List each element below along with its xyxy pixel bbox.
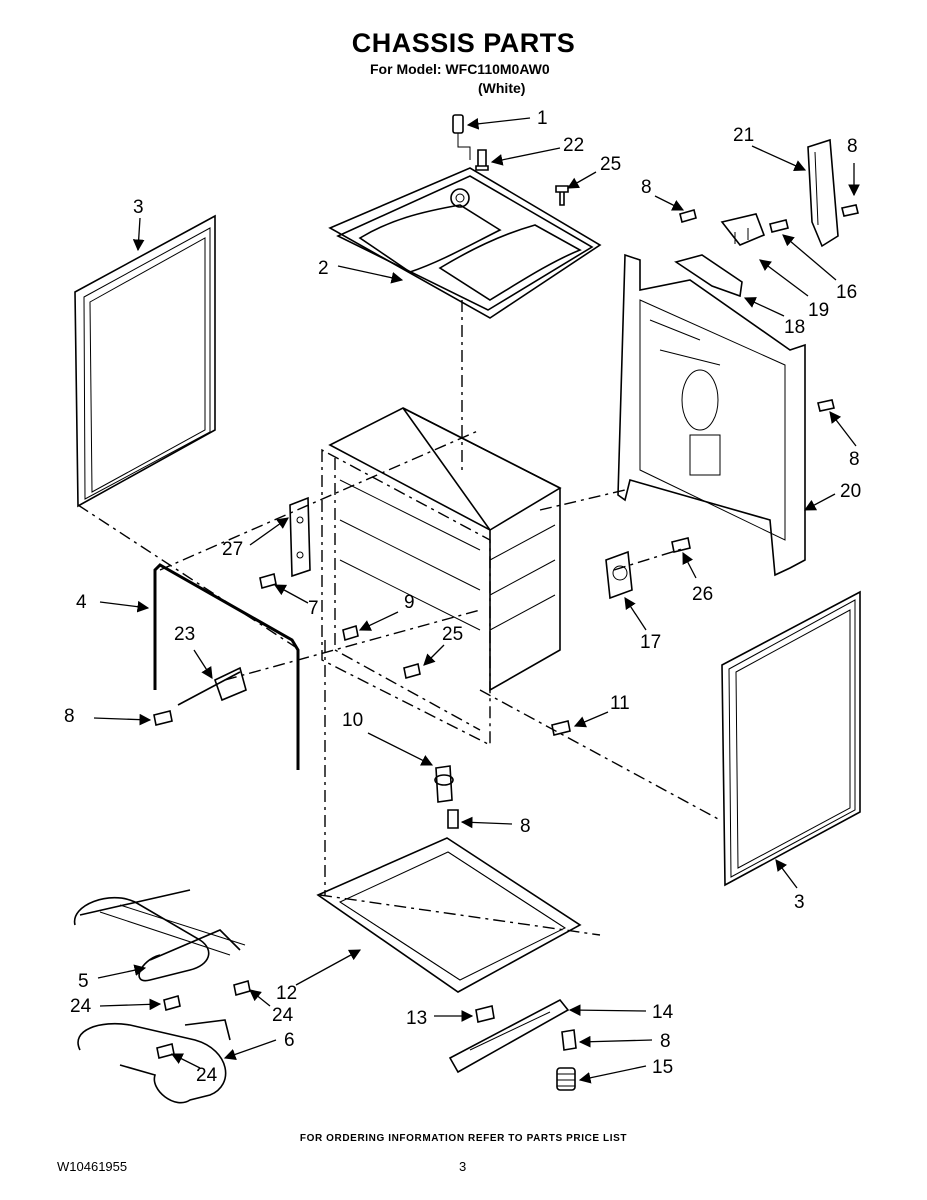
callout-5: 5 xyxy=(78,971,89,992)
part-2-top-panel xyxy=(328,167,602,319)
document-number: W10461955 xyxy=(57,1159,128,1174)
part-20-rear-panel xyxy=(617,253,806,577)
callout-labels: 1 22 25 21 8 8 3 2 16 19 18 8 20 27 26 4… xyxy=(64,108,861,1086)
callout-24: 24 xyxy=(70,996,92,1017)
callout-2: 2 xyxy=(318,258,329,279)
part-16-terminal-block xyxy=(720,213,766,246)
part-3-side-panel-right xyxy=(721,590,861,887)
callout-23: 23 xyxy=(174,624,195,645)
alignment-lines xyxy=(77,300,721,936)
callout-8: 8 xyxy=(64,706,75,727)
model-color: (White) xyxy=(478,80,526,96)
callout-9: 9 xyxy=(404,592,415,613)
callout-8: 8 xyxy=(520,816,531,837)
screws-24 xyxy=(156,979,251,1059)
part-17-thermostat-bracket xyxy=(605,550,633,600)
callout-8: 8 xyxy=(849,449,860,470)
page-title: CHASSIS PARTS xyxy=(351,28,576,58)
part-27-bracket xyxy=(289,496,311,578)
callout-26: 26 xyxy=(692,584,713,605)
part-15-foot xyxy=(556,1067,576,1091)
part-18-bracket xyxy=(674,254,743,298)
part-22-screw xyxy=(475,149,489,171)
part-3-side-panel-left xyxy=(74,214,216,508)
callout-11: 11 xyxy=(610,693,630,714)
callout-27: 27 xyxy=(222,539,243,560)
callout-15: 15 xyxy=(652,1057,673,1078)
callout-24: 24 xyxy=(196,1065,218,1086)
model-line: For Model: WFC110M0AW0 xyxy=(370,61,550,77)
part-26-screw xyxy=(671,537,691,553)
callout-22: 22 xyxy=(563,135,584,156)
callout-8: 8 xyxy=(641,177,652,198)
callout-8: 8 xyxy=(660,1031,671,1052)
part-6-bake-element xyxy=(77,1019,231,1104)
callout-13: 13 xyxy=(406,1008,427,1029)
part-14-drawer-rail xyxy=(448,998,570,1074)
callout-14: 14 xyxy=(652,1002,674,1023)
callout-6: 6 xyxy=(284,1030,295,1051)
callout-21: 21 xyxy=(733,125,754,146)
callout-12: 12 xyxy=(276,983,297,1004)
part-13-clip xyxy=(475,1005,495,1023)
part-25-screw-top xyxy=(555,185,569,206)
part-8-screw-left xyxy=(153,710,173,726)
part-12-bottom-pan xyxy=(316,837,582,993)
callout-25: 25 xyxy=(442,624,463,645)
part-4-gasket xyxy=(153,563,300,770)
part-8-screw-lower xyxy=(561,1029,577,1051)
screws-8-top-right xyxy=(679,204,859,412)
callout-3: 3 xyxy=(133,197,144,218)
callout-20: 20 xyxy=(840,481,861,502)
callout-24: 24 xyxy=(272,1005,294,1026)
callout-1: 1 xyxy=(537,108,548,129)
part-23-sensor xyxy=(177,666,247,706)
oven-cavity xyxy=(321,407,562,747)
part-5-broil-element xyxy=(73,889,246,982)
part-1-bolt xyxy=(452,114,471,160)
leader-lines xyxy=(93,117,860,1084)
callout-19: 19 xyxy=(808,300,829,321)
callout-8: 8 xyxy=(847,136,858,157)
callout-25: 25 xyxy=(600,154,621,175)
callout-3: 3 xyxy=(794,892,805,913)
part-21-bracket xyxy=(807,138,839,248)
callout-7: 7 xyxy=(308,598,319,619)
part-10-leveling-leg xyxy=(434,765,459,829)
ordering-note: FOR ORDERING INFORMATION REFER TO PARTS … xyxy=(299,1133,628,1144)
callout-16: 16 xyxy=(836,282,857,303)
callout-4: 4 xyxy=(76,592,87,613)
page-number: 3 xyxy=(459,1159,467,1174)
callout-17: 17 xyxy=(640,632,661,653)
callout-18: 18 xyxy=(784,317,805,338)
callout-10: 10 xyxy=(342,710,363,731)
screws-cavity xyxy=(259,572,571,736)
